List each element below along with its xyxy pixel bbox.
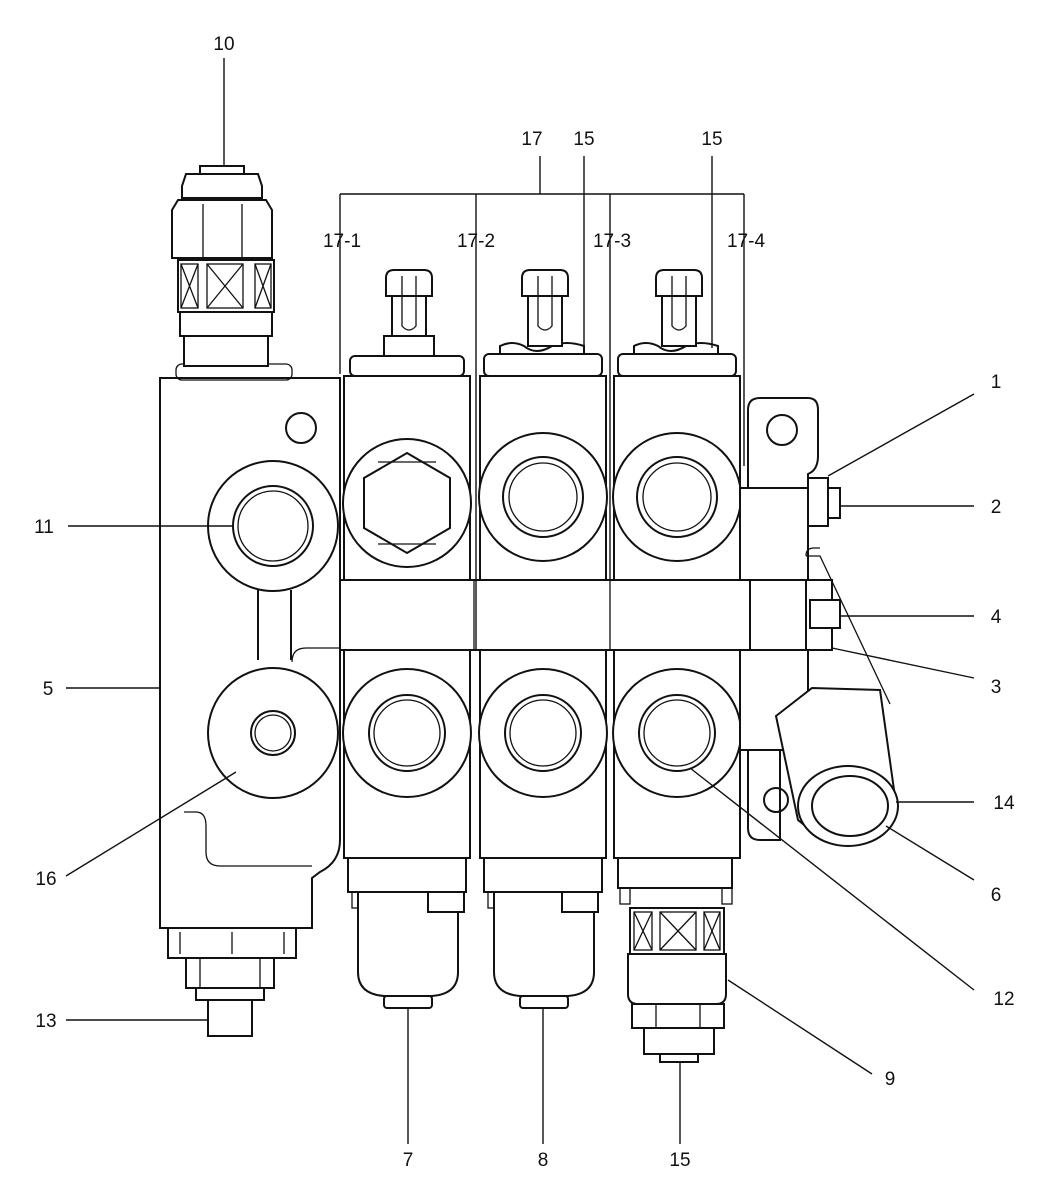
callout-17: 17 xyxy=(521,129,542,150)
callout-12: 12 xyxy=(993,989,1014,1010)
callout-8: 8 xyxy=(538,1150,549,1171)
callout-14: 14 xyxy=(993,793,1015,814)
work-section-17-1 xyxy=(342,269,472,1009)
work-section-17-2 xyxy=(478,269,608,1009)
outlet-section xyxy=(739,397,899,847)
callout-2: 2 xyxy=(991,497,1002,518)
callout-15-right: 15 xyxy=(701,129,722,150)
section-bracket xyxy=(339,156,745,650)
callout-10: 10 xyxy=(213,34,234,55)
callout-labels: 10 17 15 15 17-1 17-2 17-3 17-4 1 2 4 3 … xyxy=(34,34,1015,1171)
callout-17-3: 17-3 xyxy=(593,231,631,252)
leader-lines xyxy=(65,58,975,1144)
callout-15-bottom: 15 xyxy=(669,1150,690,1171)
callout-5: 5 xyxy=(43,679,54,700)
callout-17-4: 17-4 xyxy=(727,231,765,252)
callout-3: 3 xyxy=(991,677,1002,698)
callout-1: 1 xyxy=(991,372,1002,393)
work-section-17-3 xyxy=(612,269,742,1063)
callout-15-left: 15 xyxy=(573,129,594,150)
relief-valve-top xyxy=(171,165,275,367)
callout-17-2: 17-2 xyxy=(457,231,495,252)
callout-17-1: 17-1 xyxy=(323,231,361,252)
callout-16: 16 xyxy=(35,869,56,890)
inlet-section xyxy=(159,363,341,929)
callout-13: 13 xyxy=(35,1011,56,1032)
callout-7: 7 xyxy=(403,1150,414,1171)
callout-6: 6 xyxy=(991,885,1002,906)
callout-11: 11 xyxy=(34,517,54,538)
callout-9: 9 xyxy=(885,1069,896,1090)
tie-band xyxy=(339,579,751,651)
callout-4: 4 xyxy=(991,607,1002,628)
inlet-bottom-plug xyxy=(167,927,297,1037)
